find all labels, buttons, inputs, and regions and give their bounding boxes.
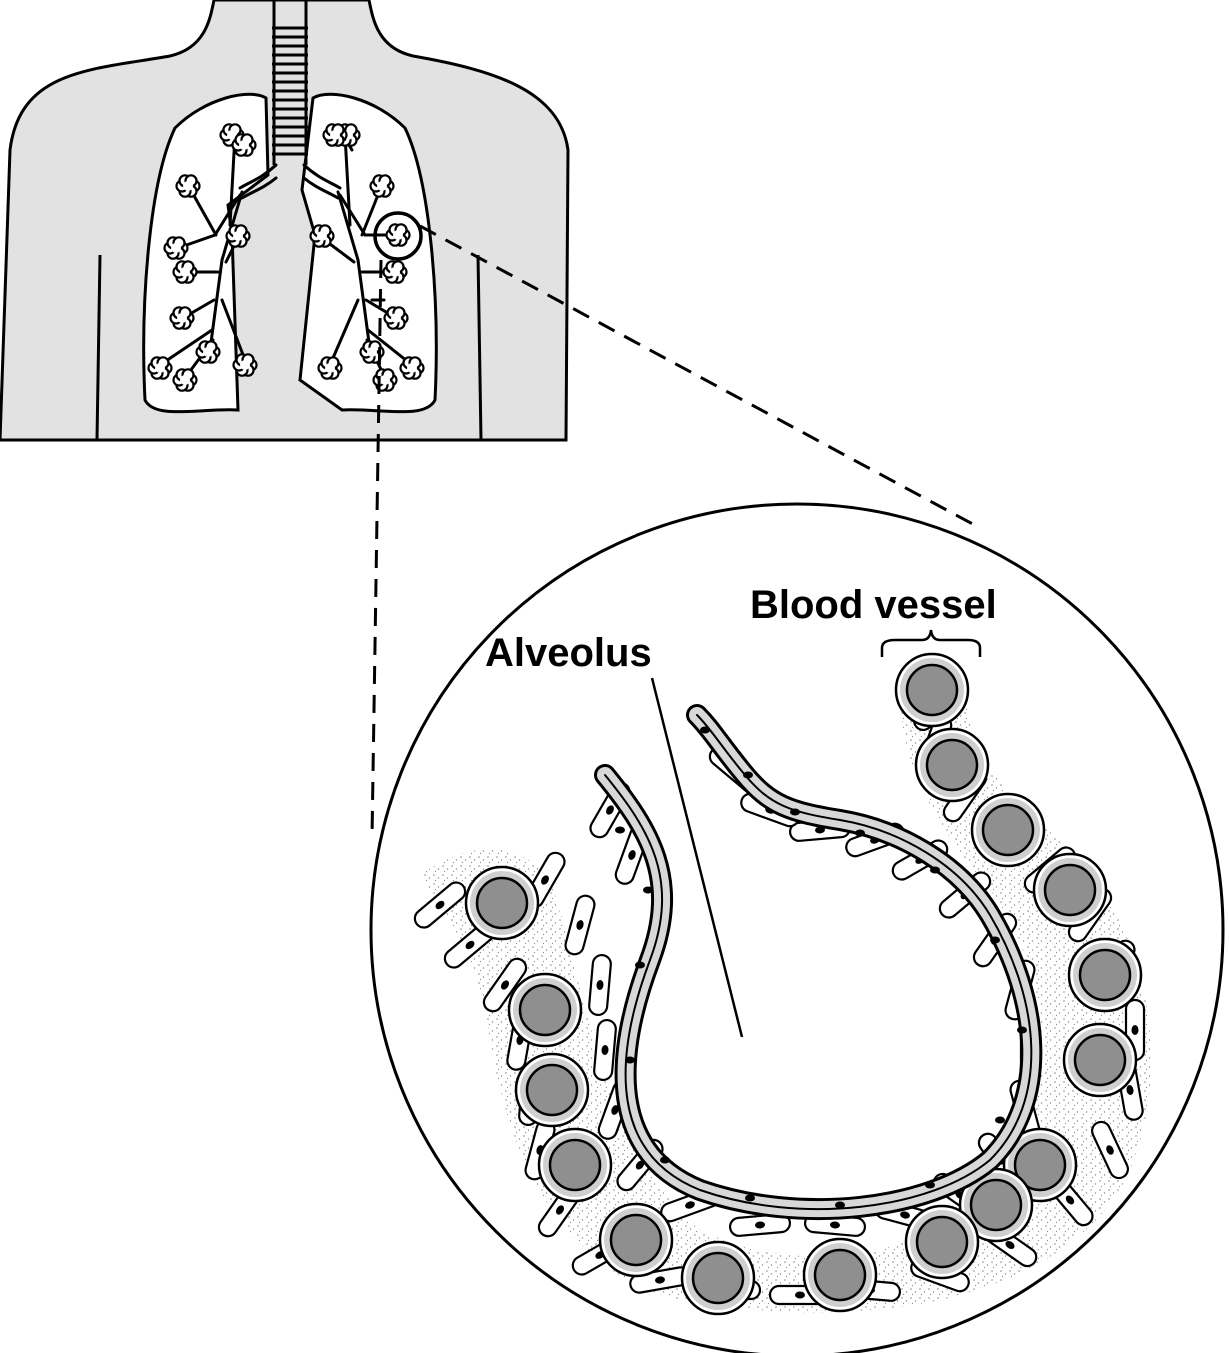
wall-cell-nucleus xyxy=(930,867,940,874)
endothelial-cell xyxy=(593,1019,616,1080)
alveolar-cluster xyxy=(234,354,257,375)
red-blood-cell xyxy=(682,1242,754,1314)
wall-cell-nucleus xyxy=(743,772,753,779)
alveolar-cluster xyxy=(197,341,220,362)
wall-cell-nucleus xyxy=(855,830,865,837)
wall-cell-nucleus xyxy=(660,1157,670,1164)
torso-silhouette xyxy=(0,0,568,440)
wall-cell-nucleus xyxy=(1017,1027,1027,1034)
alveolar-cluster xyxy=(387,224,410,245)
torso-illustration xyxy=(0,0,568,440)
alveolar-cluster xyxy=(385,307,408,328)
wall-cell-nucleus xyxy=(625,1057,635,1064)
alveolar-cluster xyxy=(227,225,250,246)
alveolus-label: Alveolus xyxy=(485,631,652,675)
alveolar-cluster xyxy=(165,237,188,258)
red-blood-cell xyxy=(516,1054,588,1126)
red-blood-cell xyxy=(804,1239,876,1311)
wall-cell-nucleus xyxy=(635,962,645,969)
wall-cell-nucleus xyxy=(745,1195,755,1202)
red-blood-cell xyxy=(972,794,1044,866)
alveolar-cluster xyxy=(384,261,407,282)
red-blood-cell xyxy=(539,1129,611,1201)
red-blood-cell xyxy=(1034,854,1106,926)
zoom-view: Alveolus Blood vessel xyxy=(371,504,1223,1353)
red-blood-cell xyxy=(509,974,581,1046)
red-blood-cell xyxy=(896,654,968,726)
endothelial-cell xyxy=(588,954,611,1015)
red-blood-cell xyxy=(466,867,538,939)
alveolar-cluster xyxy=(174,261,197,282)
alveolar-cluster xyxy=(177,175,200,196)
red-blood-cell xyxy=(1069,939,1141,1011)
alveolar-cluster xyxy=(401,357,424,378)
red-blood-cell xyxy=(906,1206,978,1278)
alveolar-cluster xyxy=(171,307,194,328)
wall-cell-nucleus xyxy=(835,1202,845,1209)
alveolar-cluster xyxy=(371,175,394,196)
wall-cell-nucleus xyxy=(995,1117,1005,1124)
alveolar-cluster xyxy=(174,369,197,390)
blood-vessel-label: Blood vessel xyxy=(750,583,997,627)
wall-cell-nucleus xyxy=(925,1182,935,1189)
alveolar-cluster xyxy=(149,357,172,378)
wall-cell-nucleus xyxy=(615,827,625,834)
red-blood-cell xyxy=(1064,1024,1136,1096)
alveolar-cluster xyxy=(374,369,397,390)
red-blood-cell xyxy=(916,729,988,801)
wall-cell-nucleus xyxy=(990,937,1000,944)
alveolar-cluster xyxy=(319,357,342,378)
wall-cell-nucleus xyxy=(643,887,653,894)
alveolar-cluster xyxy=(233,134,256,155)
wall-cell-nucleus xyxy=(700,727,710,734)
alveolar-cluster xyxy=(311,225,334,246)
red-blood-cell xyxy=(600,1204,672,1276)
wall-cell-nucleus xyxy=(790,809,800,816)
alveolar-cluster xyxy=(324,124,347,145)
